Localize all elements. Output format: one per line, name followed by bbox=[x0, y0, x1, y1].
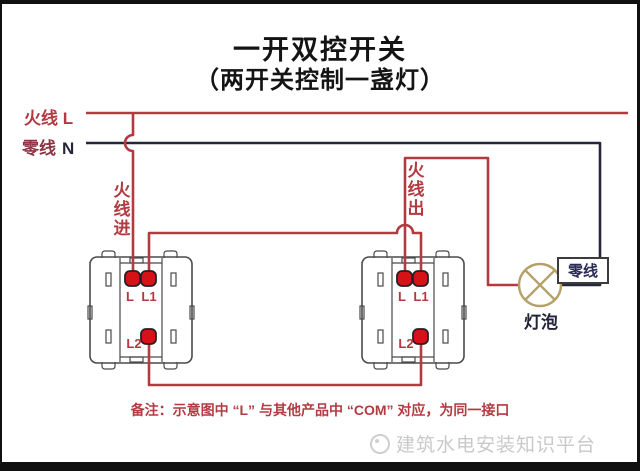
left-terminal-l2-label: L2 bbox=[126, 336, 142, 351]
lamp-icon bbox=[517, 262, 563, 308]
left-terminal-l1-label: L1 bbox=[141, 289, 157, 304]
switch-plate bbox=[89, 256, 193, 364]
switch-right-body bbox=[359, 250, 467, 370]
mount-tab bbox=[163, 362, 178, 370]
right-terminal-l1-label: L1 bbox=[413, 289, 429, 304]
frame-border-bottom bbox=[0, 462, 640, 471]
screw-slot bbox=[105, 329, 112, 344]
page-title: 一开双控开关 bbox=[233, 35, 407, 65]
terminal-l1 bbox=[140, 270, 157, 287]
neutral-wire-label: 零线 N bbox=[22, 134, 74, 159]
screw-slot bbox=[442, 272, 449, 287]
mount-tab bbox=[373, 250, 388, 258]
lamp-circle bbox=[517, 262, 563, 308]
lamp-label: 灯泡 bbox=[524, 313, 558, 332]
neutral-word: 零线 bbox=[22, 139, 56, 158]
switch-right-terminals bbox=[396, 270, 429, 345]
terminal-l2 bbox=[140, 328, 157, 345]
terminal-l1 bbox=[412, 270, 429, 287]
frame-border-left bbox=[0, 0, 2, 471]
mount-tab bbox=[435, 250, 450, 258]
watermark-text: 建筑水电安装知识平台 bbox=[396, 435, 597, 456]
neutral-wire bbox=[86, 141, 602, 287]
live-out-label: 火 线 出 bbox=[407, 161, 425, 218]
side-clip bbox=[87, 305, 93, 320]
live-in-label: 火 线 进 bbox=[113, 181, 131, 238]
screw-slot bbox=[170, 329, 177, 344]
mount-tab bbox=[373, 362, 388, 370]
screw-slot bbox=[377, 329, 384, 344]
module-notch bbox=[129, 356, 144, 363]
live-wire-label: 火线 L bbox=[24, 109, 74, 128]
platform-logo-icon bbox=[370, 433, 390, 454]
lamp-cross bbox=[524, 269, 556, 301]
terminal-l2 bbox=[412, 328, 429, 345]
neutral-symbol: N bbox=[62, 139, 75, 158]
switch-plate bbox=[361, 256, 465, 364]
terminal-l bbox=[396, 270, 413, 287]
screw-slot bbox=[105, 272, 112, 287]
mount-tab bbox=[101, 250, 116, 258]
module-notch bbox=[401, 356, 416, 363]
module-notch bbox=[129, 257, 144, 264]
side-clip bbox=[189, 305, 195, 320]
neutral-tag-box: 零线 bbox=[557, 257, 609, 284]
mount-tab bbox=[163, 250, 178, 258]
mount-tab bbox=[101, 362, 116, 370]
screw-slot bbox=[170, 272, 177, 287]
watermark: 建筑水电安装知识平台 bbox=[370, 430, 624, 457]
frame-border-top bbox=[0, 0, 640, 4]
live-wire-drop-left bbox=[123, 113, 135, 280]
terminal-l bbox=[124, 270, 141, 287]
left-terminal-l-label: L bbox=[126, 289, 134, 304]
l1-link-wire bbox=[147, 223, 423, 280]
right-terminal-l2-label: L2 bbox=[398, 336, 414, 351]
screw-slot bbox=[442, 329, 449, 344]
frame-border-right bbox=[637, 0, 640, 471]
module-notch bbox=[401, 257, 416, 264]
switch-left-terminals bbox=[124, 270, 157, 345]
right-terminal-l-label: L bbox=[398, 289, 406, 304]
footnote: 备注：示意图中 “L” 与其他产品中 “COM” 对应，为同一接口 bbox=[130, 402, 510, 418]
l2-link-wire bbox=[147, 336, 423, 387]
side-clip bbox=[359, 305, 365, 320]
mount-tab bbox=[435, 362, 450, 370]
side-clip bbox=[461, 305, 467, 320]
screw-slot bbox=[377, 272, 384, 287]
page-subtitle: （两开关控制一盏灯） bbox=[195, 67, 445, 94]
live-wire-out-to-lamp bbox=[403, 156, 518, 287]
switch-left-body bbox=[87, 250, 195, 370]
